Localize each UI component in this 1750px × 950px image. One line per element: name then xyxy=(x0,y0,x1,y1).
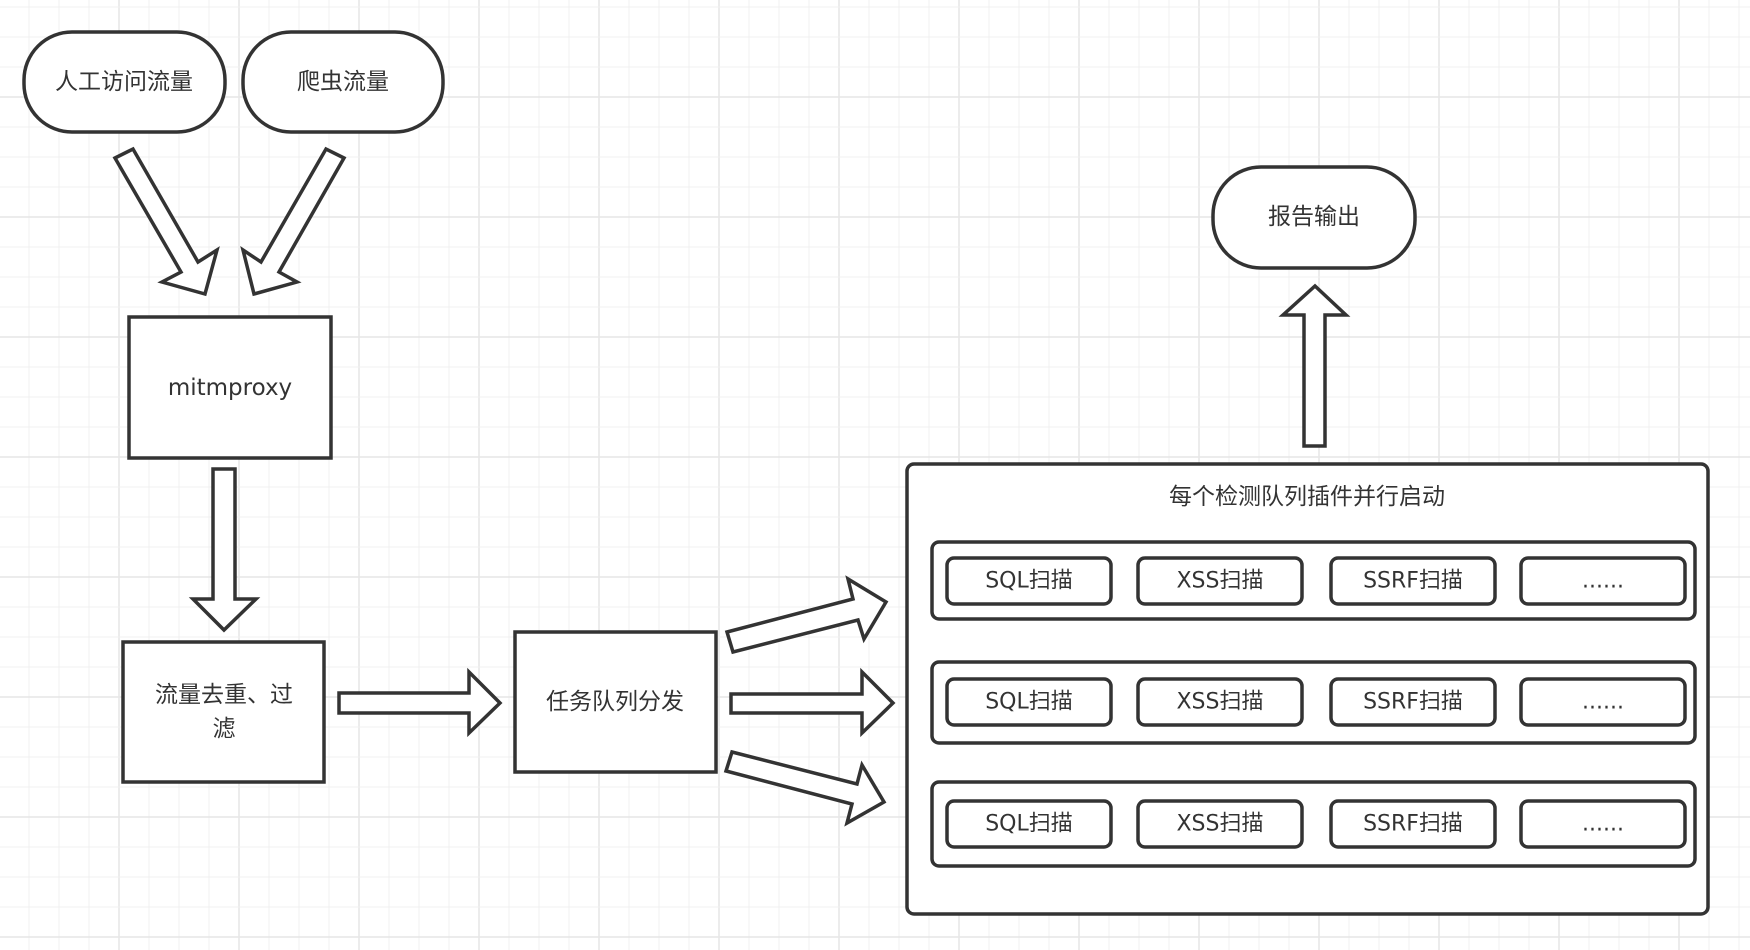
plugin-item-label: SSRF扫描 xyxy=(1363,690,1463,715)
plugin-item-label: ...... xyxy=(1582,569,1624,594)
arrow-dispatch-to-queue-1 xyxy=(724,575,889,655)
plugin-item-label: ...... xyxy=(1582,690,1624,715)
plugin-item-shape xyxy=(945,556,1113,606)
arrow-proxy-to-dedupe xyxy=(188,467,261,633)
plugin-item-shape xyxy=(1519,799,1687,849)
task-dispatch-node[interactable]: 任务队列分发 xyxy=(513,630,718,774)
arrow-dispatch-to-queue-2 xyxy=(729,667,896,738)
plugin-item[interactable]: SSRF扫描 xyxy=(1329,799,1497,849)
task-dispatch-shape xyxy=(513,630,718,774)
plugin-item-label: XSS扫描 xyxy=(1176,812,1263,837)
plugin-item-label: SQL扫描 xyxy=(985,690,1073,715)
report-output-node[interactable]: 报告输出 xyxy=(1211,165,1417,270)
plugin-item[interactable]: SQL扫描 xyxy=(945,799,1113,849)
queue-row: SQL扫描 XSS扫描 SSRF扫描...... xyxy=(930,780,1697,868)
queue-row-shape xyxy=(930,660,1697,745)
task-dispatch-label: 任务队列分发 xyxy=(546,689,684,715)
mitmproxy-label: mitmproxy xyxy=(168,375,292,401)
arrow-plugins-to-report xyxy=(1278,283,1351,448)
plugin-item-label: XSS扫描 xyxy=(1176,690,1263,715)
plugin-item-shape xyxy=(1519,677,1687,727)
plugin-item-shape xyxy=(1329,556,1497,606)
report-output-label: 报告输出 xyxy=(1268,204,1360,230)
plugin-item-shape xyxy=(1519,556,1687,606)
plugin-item[interactable]: SSRF扫描 xyxy=(1329,677,1497,727)
plugin-item[interactable]: ...... xyxy=(1519,677,1687,727)
plugin-item-shape xyxy=(1329,677,1497,727)
queue-row-shape xyxy=(930,540,1697,621)
queue-row-shape xyxy=(930,780,1697,868)
crawler-traffic-node[interactable]: 爬虫流量 xyxy=(241,30,445,134)
plugin-item-label: ...... xyxy=(1582,812,1624,837)
plugin-item[interactable]: ...... xyxy=(1519,799,1687,849)
crawler-traffic-label: 爬虫流量 xyxy=(297,69,389,95)
plugin-item-label: XSS扫描 xyxy=(1176,569,1263,594)
queue-row: SQL扫描 XSS扫描 SSRF扫描...... xyxy=(930,660,1697,745)
queue-list: SQL扫描 XSS扫描 SSRF扫描...... SQL扫描 XSS扫描 SSRF扫描..… xyxy=(930,540,1697,868)
arrow-dedupe-to-dispatch xyxy=(337,667,503,738)
arrow-dispatch-to-queue-3 xyxy=(723,749,887,827)
crawler-traffic-shape xyxy=(241,30,445,134)
plugin-item-shape xyxy=(1329,799,1497,849)
plugin-item-shape xyxy=(1136,677,1304,727)
dedupe-filter-shape xyxy=(121,640,326,784)
plugin-item-shape xyxy=(945,799,1113,849)
plugin-item-shape xyxy=(1136,556,1304,606)
mitmproxy-shape xyxy=(127,315,333,460)
dedupe-filter-label-line2: 滤 xyxy=(213,716,236,742)
manual-traffic-shape xyxy=(22,30,227,134)
plugin-item[interactable]: ...... xyxy=(1519,556,1687,606)
queue-row: SQL扫描 XSS扫描 SSRF扫描...... xyxy=(930,540,1697,621)
plugin-item-shape xyxy=(1136,799,1304,849)
dedupe-filter-node[interactable]: 流量去重、过 滤 xyxy=(121,640,326,784)
plugin-item[interactable]: XSS扫描 xyxy=(1136,556,1304,606)
plugin-item-label: SSRF扫描 xyxy=(1363,569,1463,594)
arrow-manual-to-proxy xyxy=(112,146,220,297)
manual-traffic-label: 人工访问流量 xyxy=(55,69,193,95)
report-output-shape xyxy=(1211,165,1417,270)
plugin-item[interactable]: XSS扫描 xyxy=(1136,677,1304,727)
dedupe-filter-label-line1: 流量去重、过 xyxy=(155,682,293,708)
plugin-item-label: SQL扫描 xyxy=(985,812,1073,837)
mitmproxy-node[interactable]: mitmproxy xyxy=(127,315,333,460)
plugin-item[interactable]: SQL扫描 xyxy=(945,677,1113,727)
plugin-item[interactable]: SQL扫描 xyxy=(945,556,1113,606)
plugin-container-title: 每个检测队列插件并行启动 xyxy=(1169,484,1445,510)
plugin-item[interactable]: SSRF扫描 xyxy=(1329,556,1497,606)
arrow-crawler-to-proxy xyxy=(240,146,347,297)
plugin-item-label: SSRF扫描 xyxy=(1363,812,1463,837)
manual-traffic-node[interactable]: 人工访问流量 xyxy=(22,30,227,134)
plugin-item[interactable]: XSS扫描 xyxy=(1136,799,1304,849)
plugin-item-shape xyxy=(945,677,1113,727)
plugin-item-label: SQL扫描 xyxy=(985,569,1073,594)
